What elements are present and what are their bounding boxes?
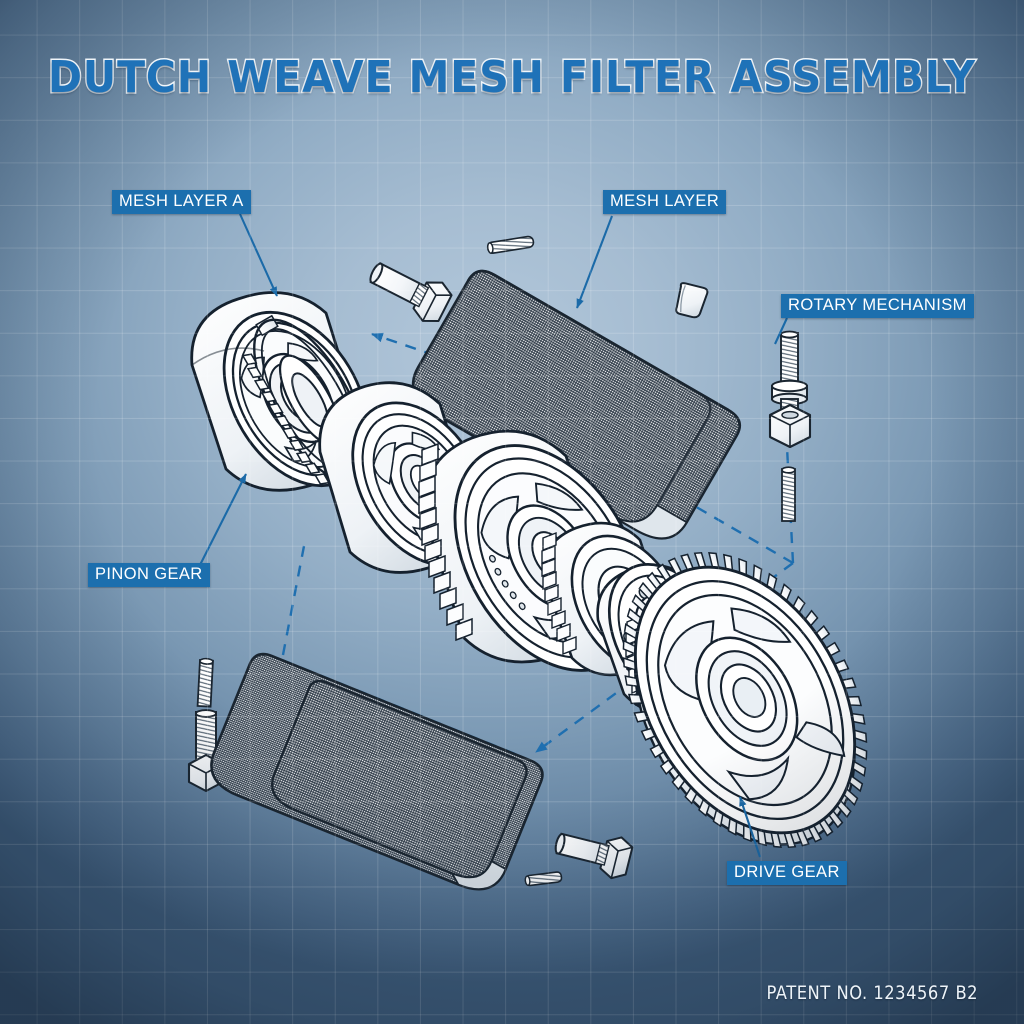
part-key-upper	[675, 282, 709, 319]
part-pin-lower	[524, 871, 563, 887]
part-bolt-lower-mid	[554, 832, 634, 880]
leader-mesh-layer-a	[239, 213, 278, 297]
leader-mesh-layer	[576, 215, 613, 309]
part-stud-nut-washer	[768, 330, 812, 522]
part-mesh-sheet-lower	[210, 652, 544, 891]
callout-label-pinon-gear[interactable]: PINON GEAR	[88, 563, 210, 588]
leader-pinon-gear	[199, 473, 247, 566]
callout-label-rotary-mechanism[interactable]: ROTARY MECHANISM	[781, 294, 974, 319]
part-pin-left	[196, 657, 214, 708]
patent-number: PATENT NO. 1234567 B2	[766, 982, 978, 1004]
callout-label-mesh-layer-a[interactable]: MESH LAYER A	[112, 190, 251, 215]
callout-label-drive-gear[interactable]: DRIVE GEAR	[727, 861, 847, 886]
assembly-arrow-left	[280, 545, 306, 661]
part-pin-upper	[486, 235, 535, 254]
page-title: DUTCH WEAVE MESH FILTER ASSEMBLY	[47, 51, 977, 105]
callout-label-mesh-layer[interactable]: MESH LAYER	[603, 190, 727, 215]
part-bolt-upper-left	[369, 262, 453, 323]
